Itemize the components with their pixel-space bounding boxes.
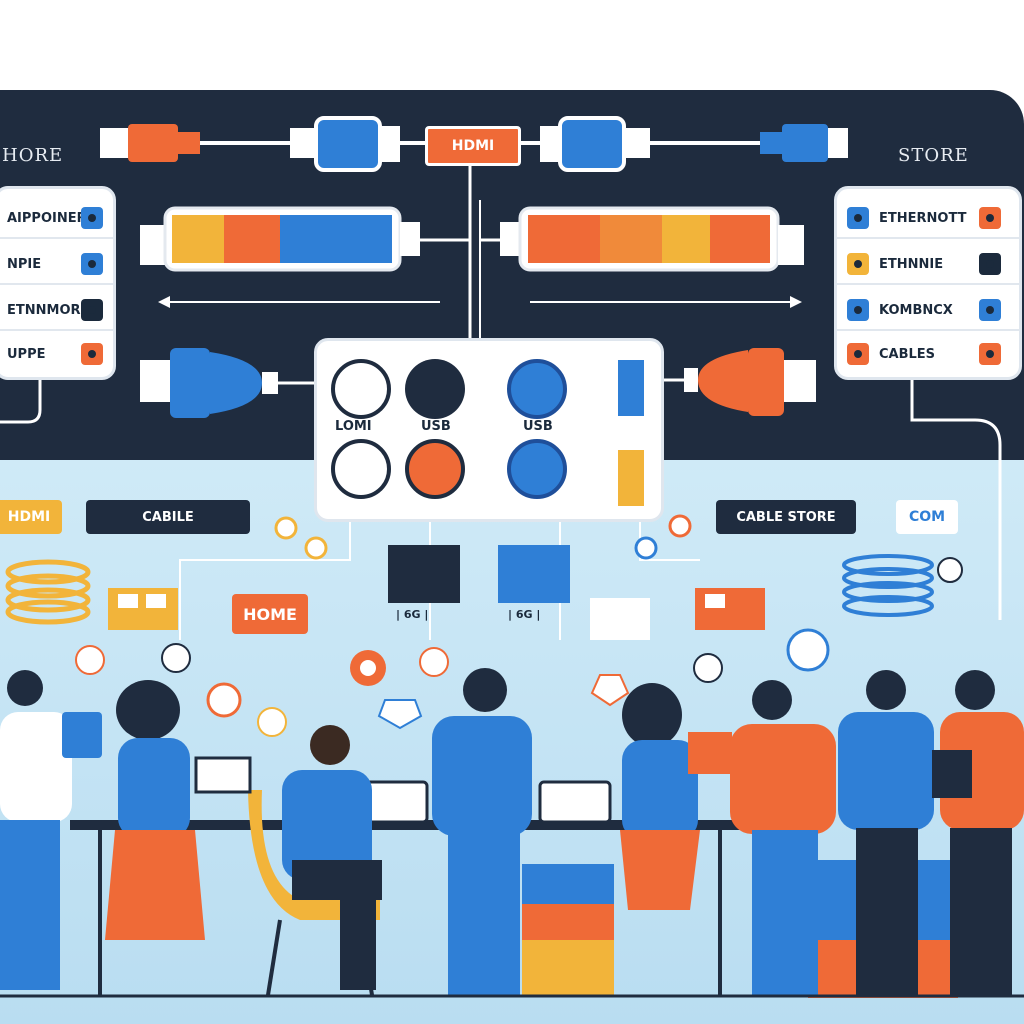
hdmi-port-icon[interactable] <box>331 359 391 419</box>
port-indicator-icon <box>847 207 869 229</box>
port-indicator-icon <box>847 299 869 321</box>
person-6-icon <box>730 680 836 995</box>
top-left-usb-icon <box>100 124 290 162</box>
left-panel-row[interactable]: NPIE <box>0 247 113 285</box>
desk-icon <box>480 820 740 830</box>
router-device-icon <box>388 545 460 603</box>
right-panel-row[interactable]: CABLES <box>837 337 1019 373</box>
port-indicator-icon <box>81 207 103 229</box>
router-device-icon <box>498 545 570 603</box>
port-label: USB <box>421 419 451 434</box>
hdmi-tag: HDMI <box>425 126 521 166</box>
yellow-cable-coil-icon <box>5 559 91 625</box>
right-panel-row-label: ETHERNOTT <box>879 211 967 226</box>
usb-port-icon[interactable] <box>405 359 465 419</box>
port-indicator-icon <box>81 299 103 321</box>
left-cable-bar-icon <box>140 206 470 272</box>
right-menu-panel: ETHERNOTT ETHNNIE KOMBNCX CABLES <box>834 186 1022 380</box>
cable-stack-icon <box>522 864 614 996</box>
right-cable-bar-icon <box>480 206 804 272</box>
port-indicator-icon <box>847 253 869 275</box>
person-1-icon <box>0 670 102 990</box>
right-panel-row-label: KOMBNCX <box>879 303 953 318</box>
usb-port-icon[interactable] <box>405 439 465 499</box>
port-indicator-icon <box>979 207 1001 229</box>
home-sign: HOME <box>232 594 308 634</box>
person-3-icon <box>282 725 382 990</box>
cable-sign: CABILE <box>86 500 250 534</box>
right-panel-row[interactable]: KOMBNCX <box>837 293 1019 331</box>
hdmi-sign: HDMI <box>0 500 62 534</box>
desk-icon <box>70 820 480 830</box>
top-right-hdmi-plug-icon <box>540 116 760 172</box>
right-panel-row-label: CABLES <box>879 347 936 362</box>
right-panel-row[interactable]: ETHERNOTT <box>837 201 1019 239</box>
left-panel-row[interactable]: UPPE <box>0 337 113 373</box>
person-2-icon <box>105 680 252 940</box>
port-label: LOMI <box>335 419 372 434</box>
right-panel-row[interactable]: ETHNNIE <box>837 247 1019 285</box>
usb-stick-icon <box>615 447 647 509</box>
cable-store-sign: CABLE STORE <box>716 500 856 534</box>
person-8-icon <box>932 670 1024 996</box>
top-left-hdmi-plug-icon <box>290 116 400 172</box>
usb-stick-icon <box>615 357 647 419</box>
device-label: | 6G | <box>396 608 429 621</box>
left-title: HORE <box>2 145 64 166</box>
left-panel-row-label: ETNNMORE <box>7 303 90 318</box>
right-panel-row-label: ETHNNIE <box>879 257 944 272</box>
blue-cable-coil-icon <box>842 554 934 617</box>
person-5-icon <box>620 683 732 910</box>
left-panel-row[interactable]: AIPPOINER <box>0 201 113 239</box>
chair-icon <box>248 790 380 920</box>
port-indicator-icon <box>979 343 1001 365</box>
top-right-usb-icon <box>760 124 848 162</box>
usb-port-icon[interactable] <box>507 439 567 499</box>
port-indicator-icon <box>979 299 1001 321</box>
port-indicator-icon <box>81 253 103 275</box>
left-panel-row[interactable]: ETNNMORE <box>0 293 113 331</box>
left-panel-row-label: UPPE <box>7 347 46 362</box>
port-hub-panel: LOMI USB USB <box>314 338 664 522</box>
usb-port-icon[interactable] <box>507 359 567 419</box>
switch-device-icon <box>590 598 650 640</box>
right-title: STORE <box>898 145 969 166</box>
port-indicator-icon <box>81 343 103 365</box>
left-panel-row-label: NPIE <box>7 257 42 272</box>
port-label: USB <box>523 419 553 434</box>
person-4-icon <box>432 668 532 995</box>
port-indicator-icon <box>979 253 1001 275</box>
left-panel-row-label: AIPPOINER <box>7 211 87 226</box>
laptop-icon <box>538 780 612 824</box>
port-indicator-icon <box>847 343 869 365</box>
hdmi-port-icon[interactable] <box>331 439 391 499</box>
left-mid-plug-icon <box>140 348 318 418</box>
com-sign: COM <box>896 500 958 534</box>
person-7-icon <box>838 670 934 996</box>
left-menu-panel: AIPPOINER NPIE ETNNMORE UPPE <box>0 186 116 380</box>
device-label: | 6G | <box>508 608 541 621</box>
right-mid-plug-icon <box>660 348 816 416</box>
